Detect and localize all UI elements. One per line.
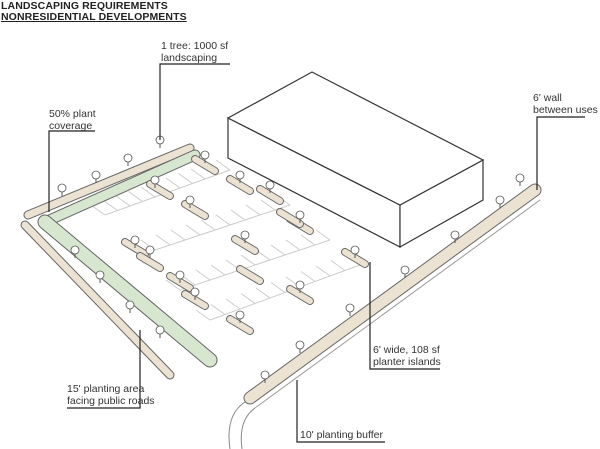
parking-stall-line bbox=[165, 177, 181, 189]
tree-icon bbox=[235, 170, 245, 183]
parking-stall-line bbox=[270, 244, 286, 256]
parking-stall-line bbox=[190, 168, 206, 180]
tree-icon bbox=[145, 245, 155, 258]
leader-buffer bbox=[296, 380, 385, 443]
parking-stall-line bbox=[128, 191, 143, 202]
tree-icon bbox=[125, 300, 135, 313]
parking-stall-line bbox=[245, 204, 261, 216]
leader-islands bbox=[369, 262, 440, 370]
parking-stall-line bbox=[155, 234, 171, 246]
parking-stall-line bbox=[285, 239, 301, 251]
tree-icon bbox=[295, 280, 305, 293]
parking-stall-line bbox=[178, 173, 193, 184]
tree-icon bbox=[260, 370, 270, 383]
tree-icon bbox=[350, 245, 360, 258]
tree-icon bbox=[95, 270, 105, 283]
tree-icon bbox=[400, 265, 410, 278]
parking-stall-line bbox=[315, 265, 331, 277]
tree-icon bbox=[295, 210, 305, 223]
tree-icon bbox=[150, 175, 160, 188]
planting-strips bbox=[20, 118, 542, 405]
label-buffer: 10' planting buffer bbox=[300, 429, 383, 441]
tree-icon bbox=[155, 325, 165, 338]
tree-icon bbox=[495, 195, 505, 208]
parking-stall-line bbox=[90, 204, 106, 216]
parking-stall-line bbox=[215, 159, 231, 171]
parking-stall-line bbox=[200, 219, 216, 231]
tree-icon bbox=[70, 245, 80, 258]
tree-icon bbox=[265, 180, 275, 193]
trees bbox=[57, 135, 525, 383]
tree-icon bbox=[175, 270, 185, 283]
tree-icon bbox=[190, 287, 200, 300]
leader-coverage bbox=[48, 130, 95, 212]
parking-stall-line bbox=[225, 298, 241, 310]
parking-stall-line bbox=[230, 209, 246, 221]
parking-stall-line bbox=[300, 271, 316, 282]
parking-stall-line bbox=[270, 282, 286, 293]
tree-icon bbox=[450, 230, 460, 243]
parking-stall-line bbox=[240, 254, 256, 266]
parking-stall-line bbox=[195, 309, 211, 321]
parking-stall-line bbox=[195, 269, 211, 281]
parking-stall-line bbox=[255, 287, 271, 299]
tree-icon bbox=[295, 340, 305, 353]
leader-roads bbox=[67, 330, 141, 409]
parking-stall-line bbox=[300, 234, 316, 246]
parking-stall-line bbox=[260, 199, 276, 211]
leader-wall bbox=[536, 116, 585, 190]
tree-icon bbox=[130, 235, 140, 248]
parking-stall-line bbox=[240, 293, 256, 304]
tree-icon bbox=[57, 183, 67, 196]
tree-icon bbox=[123, 153, 133, 166]
tree-icon bbox=[235, 310, 245, 323]
tree-icon bbox=[345, 303, 355, 316]
parking-stall-line bbox=[103, 200, 118, 211]
tree-icon bbox=[240, 230, 250, 243]
leader-tree bbox=[159, 63, 230, 140]
parking-stall-line bbox=[315, 229, 331, 241]
tree-icon bbox=[91, 170, 101, 183]
parking-stall-line bbox=[185, 224, 201, 236]
parking-stall-line bbox=[215, 214, 231, 226]
title-line1: LANDSCAPING REQUIREMENTS bbox=[1, 0, 168, 12]
title-line2: NONRESIDENTIAL DEVELOPMENTS bbox=[1, 11, 187, 23]
building bbox=[226, 71, 485, 249]
parking-stall-line bbox=[165, 279, 181, 291]
parking-stall-line bbox=[115, 195, 131, 207]
parking-stall-line bbox=[330, 260, 346, 271]
tree-icon bbox=[200, 150, 210, 163]
parking-stall-line bbox=[140, 186, 156, 198]
parking-stall-line bbox=[170, 229, 186, 241]
tree-icon bbox=[515, 173, 525, 186]
parking-stall-line bbox=[210, 304, 226, 315]
tree-icon bbox=[185, 195, 195, 208]
parking-stall-line bbox=[210, 264, 226, 276]
